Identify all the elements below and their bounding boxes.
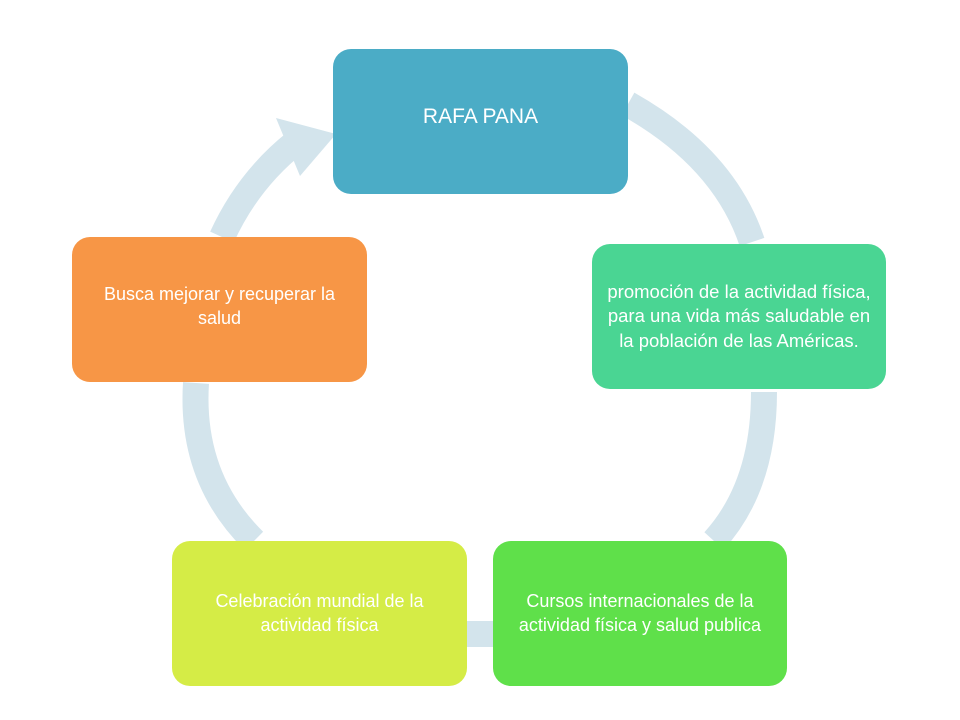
node-courses: Cursos internacionales de la actividad f… (493, 541, 787, 686)
ring-arc-2-3 (704, 391, 777, 550)
node-promotion-label: promoción de la actividad física, para u… (607, 280, 871, 351)
node-improve-health-label: Busca mejorar y recuperar la salud (103, 283, 336, 328)
ring-arc-4-5 (182, 382, 264, 551)
node-promotion: promoción de la actividad física, para u… (592, 244, 886, 389)
ring-arc-5-1 (210, 131, 305, 243)
node-rafa-pana-label: RAFA PANA (422, 104, 539, 128)
node-world-celebration-label: Celebración mundial de la actividad físi… (215, 590, 424, 635)
ring-arc-1-2 (621, 92, 765, 247)
ring-arrowhead (276, 118, 336, 176)
node-improve-health: Busca mejorar y recuperar la salud (72, 237, 367, 382)
node-courses-label: Cursos internacionales de la actividad f… (518, 590, 762, 635)
node-rafa-pana: RAFA PANA (333, 49, 628, 194)
node-world-celebration: Celebración mundial de la actividad físi… (172, 541, 467, 686)
